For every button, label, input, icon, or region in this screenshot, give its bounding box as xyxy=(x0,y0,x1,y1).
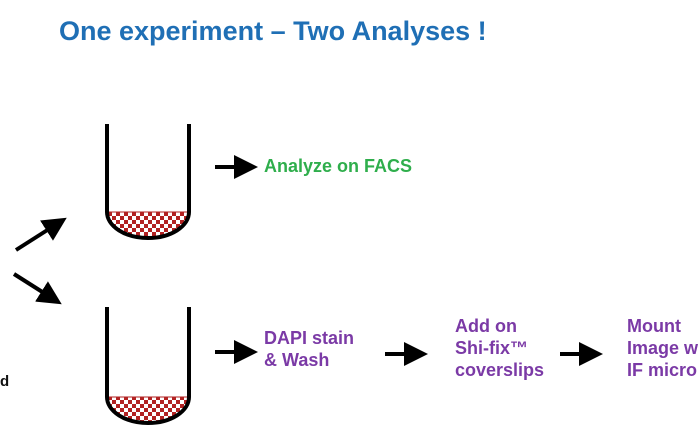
split-arrow-up xyxy=(14,217,67,252)
step-dapi-line-2: & Wash xyxy=(264,349,330,370)
step-dapi-label: DAPI stain & Wash xyxy=(264,328,354,372)
step-shifix-line-3: coverslips xyxy=(455,359,545,380)
step-mount-line-2: Image w xyxy=(627,337,699,358)
step-shifix-label: Add on Shi-fix™ coverslips xyxy=(455,316,544,382)
step-mount-label: Mount Image w IF micro xyxy=(627,316,698,382)
step-dapi-line-1: DAPI stain xyxy=(264,328,355,348)
step-mount-line-1: Mount xyxy=(627,316,681,336)
step-mount-line-3: IF micro xyxy=(627,359,698,380)
facs-label: Analyze on FACS xyxy=(264,156,413,176)
split-arrow-down xyxy=(12,272,62,305)
tube-top xyxy=(105,124,191,240)
tube-bottom xyxy=(105,307,191,425)
slide-title: One experiment – Two Analyses ! xyxy=(59,16,487,46)
step-shifix-line-2: Shi-fix™ xyxy=(455,337,529,358)
step-shifix-line-1: Add on xyxy=(455,316,517,336)
cropped-left-text: d xyxy=(0,373,10,390)
